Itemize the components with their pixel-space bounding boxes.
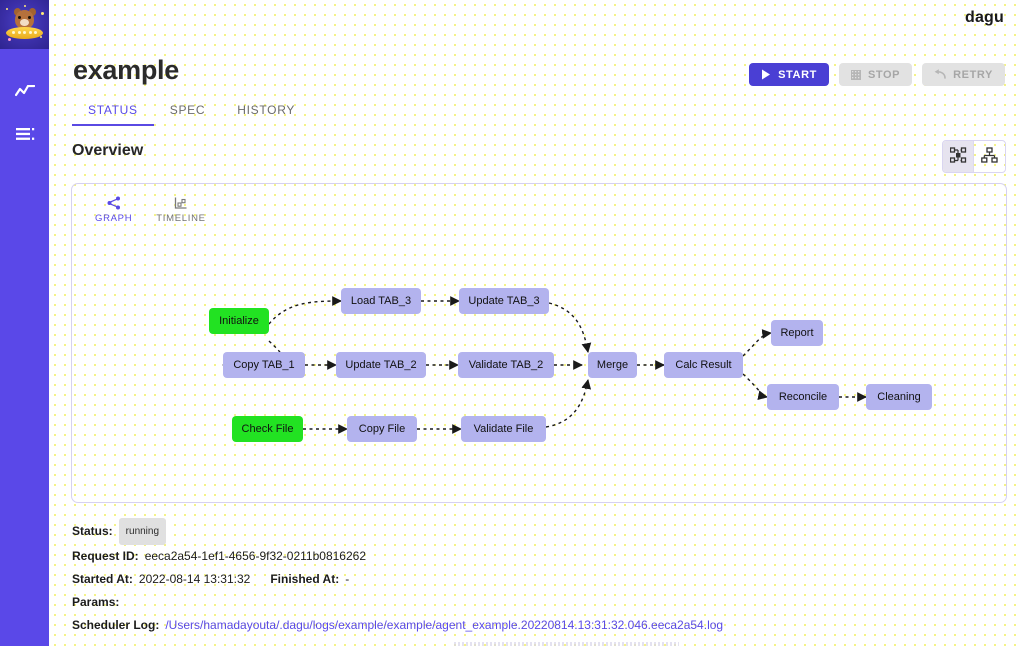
page-tabs: STATUS SPEC HISTORY	[72, 100, 311, 126]
vertical-layout-button[interactable]	[974, 141, 1005, 172]
params-row: Params:	[72, 591, 972, 614]
tab-history[interactable]: HISTORY	[237, 103, 296, 117]
logo-ufo-lights	[12, 31, 37, 34]
stop-grid-icon	[850, 69, 861, 80]
graph-view-tab-label: GRAPH	[95, 213, 133, 224]
overview-heading: Overview	[72, 142, 144, 159]
logo-chipmunk-eye	[18, 16, 21, 19]
bottom-progress-strip	[454, 642, 679, 646]
node-update-tab-2[interactable]: Update TAB_2	[336, 352, 426, 378]
node-load-tab-3[interactable]: Load TAB_3	[341, 288, 421, 314]
app-brand: dagu	[964, 9, 1004, 26]
finished-at-value: -	[345, 572, 350, 586]
node-copy-tab-1[interactable]: Copy TAB_1	[223, 352, 305, 378]
graph-view-tabs: GRAPH TIMELINE	[95, 196, 206, 224]
params-label: Params:	[72, 595, 120, 609]
sidebar-item-activity-chart[interactable]	[0, 71, 49, 113]
logo-star	[41, 12, 44, 15]
graph-view-tab[interactable]: GRAPH	[95, 196, 132, 224]
timestamps-row: Started At: 2022-08-14 13:31:32 Finished…	[72, 568, 972, 591]
activity-chart-icon	[14, 85, 35, 99]
node-update-tab-3[interactable]: Update TAB_3	[459, 288, 549, 314]
node-merge[interactable]: Merge	[588, 352, 637, 378]
start-button-label: START	[778, 68, 817, 81]
scheduler-log-label: Scheduler Log:	[72, 618, 160, 632]
timeline-chart-icon	[174, 196, 188, 210]
sidebar-item-list[interactable]	[0, 113, 49, 155]
node-cleaning[interactable]: Cleaning	[866, 384, 932, 410]
graph-vertical-icon	[981, 146, 998, 167]
status-row: Status: running	[72, 518, 972, 545]
logo-chipmunk-muzzle	[20, 19, 29, 26]
logo-chipmunk-eye	[28, 16, 31, 19]
retry-button[interactable]: RETRY	[922, 63, 1005, 86]
started-at-value: 2022-08-14 13:31:32	[138, 572, 251, 586]
graph-horizontal-icon	[949, 146, 967, 167]
stop-button[interactable]: STOP	[838, 63, 913, 86]
logo-star	[8, 38, 11, 41]
tab-status[interactable]: STATUS	[72, 100, 154, 126]
dag-status-details: Status: running Request ID: eeca2a54-1ef…	[72, 518, 972, 637]
node-check-file[interactable]: Check File	[232, 416, 303, 442]
dag-graph-canvas	[222, 296, 867, 434]
status-badge: running	[118, 518, 167, 545]
scheduler-log-row: Scheduler Log: /Users/hamadayouta/.dagu/…	[72, 614, 972, 637]
stop-button-label: STOP	[867, 68, 901, 81]
node-reconcile[interactable]: Reconcile	[767, 384, 839, 410]
sidebar	[0, 0, 49, 646]
node-validate-file[interactable]: Validate File	[461, 416, 546, 442]
timeline-view-tab[interactable]: TIMELINE	[156, 196, 205, 224]
node-report[interactable]: Report	[771, 320, 823, 346]
dag-action-buttons: START STOP	[749, 63, 1005, 86]
scheduler-log-link[interactable]: /Users/hamadayouta/.dagu/logs/example/ex…	[165, 618, 724, 632]
start-button[interactable]: START	[749, 63, 829, 86]
node-validate-tab-2[interactable]: Validate TAB_2	[458, 352, 554, 378]
logo-star	[6, 8, 8, 10]
started-at-label: Started At:	[72, 572, 133, 586]
timeline-view-tab-label: TIMELINE	[156, 213, 206, 224]
retry-arrow-icon	[934, 69, 946, 80]
tab-spec[interactable]: SPEC	[169, 103, 206, 117]
logo-chipmunk-ear	[29, 8, 36, 16]
node-initialize[interactable]: Initialize	[209, 308, 269, 334]
request-id-label: Request ID:	[72, 549, 139, 563]
play-icon	[761, 69, 771, 80]
share-nodes-icon	[107, 196, 121, 210]
node-calc-result[interactable]: Calc Result	[664, 352, 743, 378]
graph-panel: GRAPH TIMELINE	[71, 183, 1007, 503]
logo-star	[40, 36, 42, 38]
request-id-value: eeca2a54-1ef1-4656-9f32-0211b0816262	[144, 549, 366, 563]
graph-layout-toggle	[942, 140, 1006, 173]
dagu-chipmunk-ufo-logo[interactable]	[0, 0, 49, 49]
request-id-row: Request ID: eeca2a54-1ef1-4656-9f32-0211…	[72, 545, 972, 568]
status-label: Status:	[72, 524, 113, 538]
main-content: dagu example START STOP	[49, 0, 1024, 646]
retry-button-label: RETRY	[953, 68, 993, 81]
horizontal-layout-button[interactable]	[943, 141, 974, 172]
list-icon	[15, 127, 35, 141]
logo-star	[24, 5, 26, 7]
finished-at-label: Finished At:	[270, 572, 340, 586]
node-copy-file[interactable]: Copy File	[347, 416, 417, 442]
page-title: example	[73, 55, 179, 85]
